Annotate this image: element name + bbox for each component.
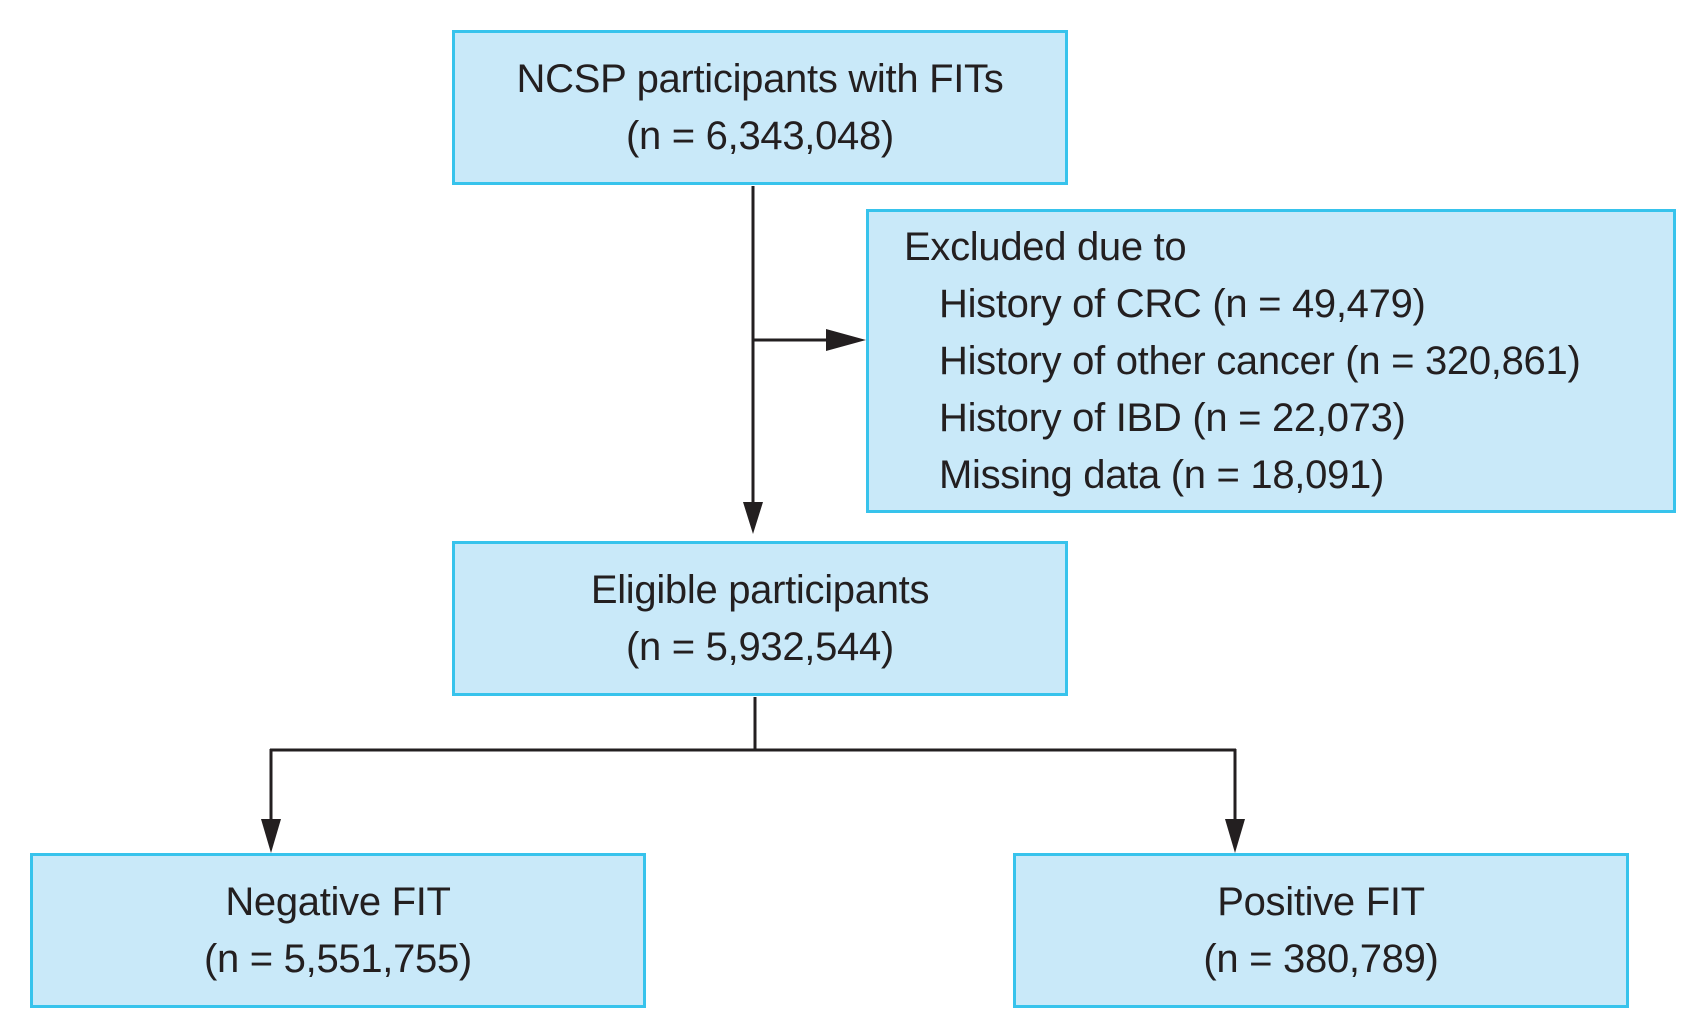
box-eligible-participants: Eligible participants (n = 5,932,544) — [452, 541, 1068, 696]
box-positive-fit-count: (n = 380,789) — [1203, 936, 1439, 981]
box-ncsp-participants: NCSP participants with FITs (n = 6,343,0… — [452, 30, 1068, 185]
arrowhead-to-negative — [261, 819, 281, 853]
excluded-reason-missing-data: Missing data (n = 18,091) — [939, 452, 1384, 497]
box-eligible-participants-count: (n = 5,932,544) — [626, 624, 894, 669]
excluded-heading: Excluded due to — [904, 224, 1187, 269]
box-negative-fit-count: (n = 5,551,755) — [204, 936, 472, 981]
excluded-reason-crc: History of CRC (n = 49,479) — [939, 281, 1426, 326]
box-eligible-participants-title: Eligible participants — [590, 567, 930, 612]
excluded-reason-other-cancer: History of other cancer (n = 320,861) — [939, 338, 1581, 383]
box-ncsp-participants-count: (n = 6,343,048) — [626, 113, 894, 158]
box-negative-fit-title: Negative FIT — [225, 879, 451, 924]
box-positive-fit-title: Positive FIT — [1217, 879, 1425, 924]
box-positive-fit: Positive FIT (n = 380,789) — [1013, 853, 1629, 1008]
arrowhead-to-eligible — [743, 502, 763, 534]
box-excluded: Excluded due to History of CRC (n = 49,4… — [866, 209, 1676, 513]
box-ncsp-participants-title: NCSP participants with FITs — [516, 56, 1004, 101]
arrowhead-to-positive — [1225, 819, 1245, 853]
arrowhead-to-excluded — [826, 329, 866, 351]
box-negative-fit: Negative FIT (n = 5,551,755) — [30, 853, 646, 1008]
excluded-reason-ibd: History of IBD (n = 22,073) — [939, 395, 1406, 440]
